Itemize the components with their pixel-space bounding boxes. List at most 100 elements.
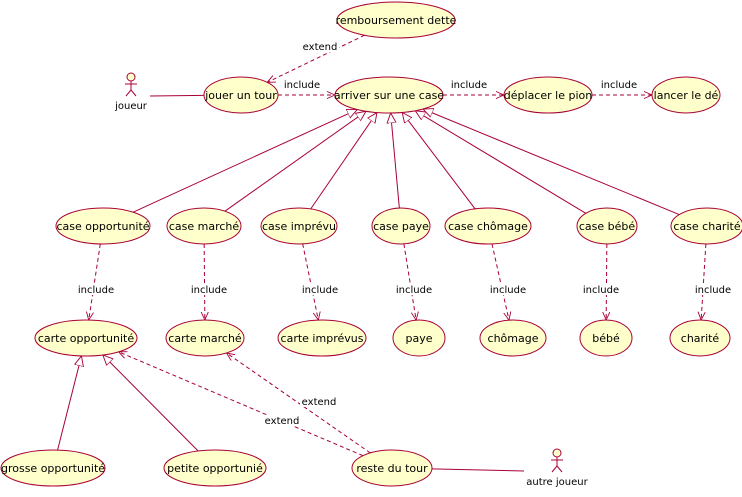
usecase-ellipse [55, 207, 151, 245]
edge-generalization-case_bebe-arriver [415, 111, 587, 214]
usecase-case-chomage[interactable]: case chômage [444, 207, 532, 245]
edge-label-extend: extend [303, 42, 338, 53]
usecase-carte-imprevus[interactable]: carte imprévus [277, 319, 367, 357]
edge-include-case_imprevu-carte_imprevus [302, 243, 319, 320]
usecase-ellipse [651, 76, 721, 114]
usecase-ellipse [351, 449, 433, 487]
edge-generalization-case_charite-arriver [423, 109, 680, 216]
usecase-petite[interactable]: petite opportunié [163, 449, 267, 487]
usecase-ellipse [163, 449, 267, 487]
usecase-label: carte marché [168, 332, 242, 345]
usecase-label: case charité [673, 220, 740, 233]
usecase-label: case opportunité [56, 220, 149, 233]
usecase-label: jouer un tour [204, 89, 277, 102]
usecase-deplacer[interactable]: déplacer le pion [503, 76, 593, 114]
usecase-label: carte opportunité [38, 332, 134, 345]
usecase-label: carte imprévus [281, 332, 364, 345]
usecase-label: case chômage [448, 220, 528, 233]
usecase-ellipse [166, 207, 242, 245]
usecase-reste[interactable]: reste du tour [351, 449, 433, 487]
edge-label-bg [190, 284, 228, 295]
edge-association-joueur-jouer [149, 94, 205, 97]
usecase-ellipse [576, 207, 638, 245]
usecase-paye[interactable]: paye [392, 319, 446, 357]
usecase-label: remboursement dette [336, 14, 457, 27]
edge-label-bg [263, 415, 301, 426]
usecase-ellipse [165, 319, 245, 357]
usecase-grosse[interactable]: grosse opportunité [0, 449, 106, 487]
edge-generalization-case_imprevu-arriver [310, 113, 377, 210]
usecase-ellipse [479, 319, 547, 357]
usecase-label: grosse opportunité [1, 462, 105, 475]
edge-label-bg [489, 284, 527, 295]
usecase-bebe[interactable]: bébé [579, 319, 633, 357]
actor-joueur[interactable]: joueur [114, 72, 148, 112]
edge-label-include: include [284, 80, 320, 91]
usecase-label: paye [405, 332, 432, 345]
usecase-carte-opportunite[interactable]: carte opportunité [34, 319, 138, 357]
edge-include-case_opportunite-carte_opportunite [89, 243, 101, 320]
edge-label-bg [301, 284, 339, 295]
edge-label-bg [301, 41, 339, 52]
usecase-case-bebe[interactable]: case bébé [576, 207, 638, 245]
usecase-label: arriver sur une case [334, 89, 444, 102]
edge-generalization-case_marche-arriver [224, 111, 366, 212]
usecase-case-marche[interactable]: case marché [166, 207, 242, 245]
edge-generalization-case_chomage-arriver [402, 112, 476, 210]
usecase-ellipse [260, 207, 338, 245]
edge-label-bg [694, 284, 732, 295]
usecase-label: case paye [373, 220, 429, 233]
edge-label-include: include [78, 285, 114, 296]
usecase-case-imprevu[interactable]: case imprévu [260, 207, 338, 245]
usecase-label: reste du tour [356, 462, 428, 475]
usecase-case-opportunite[interactable]: case opportunité [55, 207, 151, 245]
edge-label-bg [395, 284, 433, 295]
edge-include-case_bebe-bebe [606, 243, 607, 320]
usecase-ellipse [503, 76, 593, 114]
usecase-ellipse [669, 319, 731, 357]
actor-label: joueur [114, 101, 148, 112]
edge-include-case_paye-paye [403, 243, 416, 320]
edge-generalization-case_opportunite-arriver [132, 110, 357, 213]
actor-autre-joueur[interactable]: autre joueur [526, 448, 589, 488]
usecase-ellipse [444, 207, 532, 245]
usecase-label: lancer le dé [654, 89, 719, 102]
usecase-ellipse [392, 319, 446, 357]
edge-include-case_chomage-chomage [491, 243, 509, 320]
usecase-case-charite[interactable]: case charité [670, 207, 742, 245]
edge-label-bg [77, 284, 115, 295]
usecase-ellipse [203, 76, 279, 114]
usecase-ellipse [34, 319, 138, 357]
usecase-charite[interactable]: charité [669, 319, 731, 357]
usecase-ellipse [670, 207, 742, 245]
edge-extend-reste-carte_opportunite [119, 352, 364, 457]
usecase-label: chômage [488, 332, 539, 345]
usecase-label: charité [681, 332, 720, 345]
edge-label-include: include [490, 285, 526, 296]
edge-label-bg [582, 284, 620, 295]
usecase-case-paye[interactable]: case paye [371, 207, 431, 245]
edge-label-include: include [695, 285, 731, 296]
actor-stick-figure-icon [125, 72, 137, 97]
usecase-carte-marche[interactable]: carte marché [165, 319, 245, 357]
edge-label-include: include [583, 285, 619, 296]
edge-label-include: include [191, 285, 227, 296]
usecase-chomage[interactable]: chômage [479, 319, 547, 357]
usecase-label: case marché [169, 220, 240, 233]
edge-extend-reste-carte_marche [227, 353, 371, 454]
usecase-remboursement[interactable]: remboursement dette [336, 1, 457, 39]
actor-stick-figure-icon [551, 448, 563, 473]
usecase-arriver[interactable]: arriver sur une case [334, 76, 444, 114]
usecase-ellipse [0, 449, 106, 487]
edge-label-bg [283, 79, 321, 90]
edge-generalization-case_paye-arriver [391, 113, 400, 209]
edge-include-case_charite-charite [701, 243, 707, 320]
usecase-label: case bébé [579, 220, 636, 233]
usecase-lancer[interactable]: lancer le dé [651, 76, 721, 114]
usecase-jouer[interactable]: jouer un tour [203, 76, 279, 114]
edge-generalization-grosse-carte_opportunite [57, 356, 82, 451]
edge-label-include: include [451, 80, 487, 91]
usecase-label: déplacer le pion [504, 89, 592, 102]
edge-label-bg [450, 79, 488, 90]
